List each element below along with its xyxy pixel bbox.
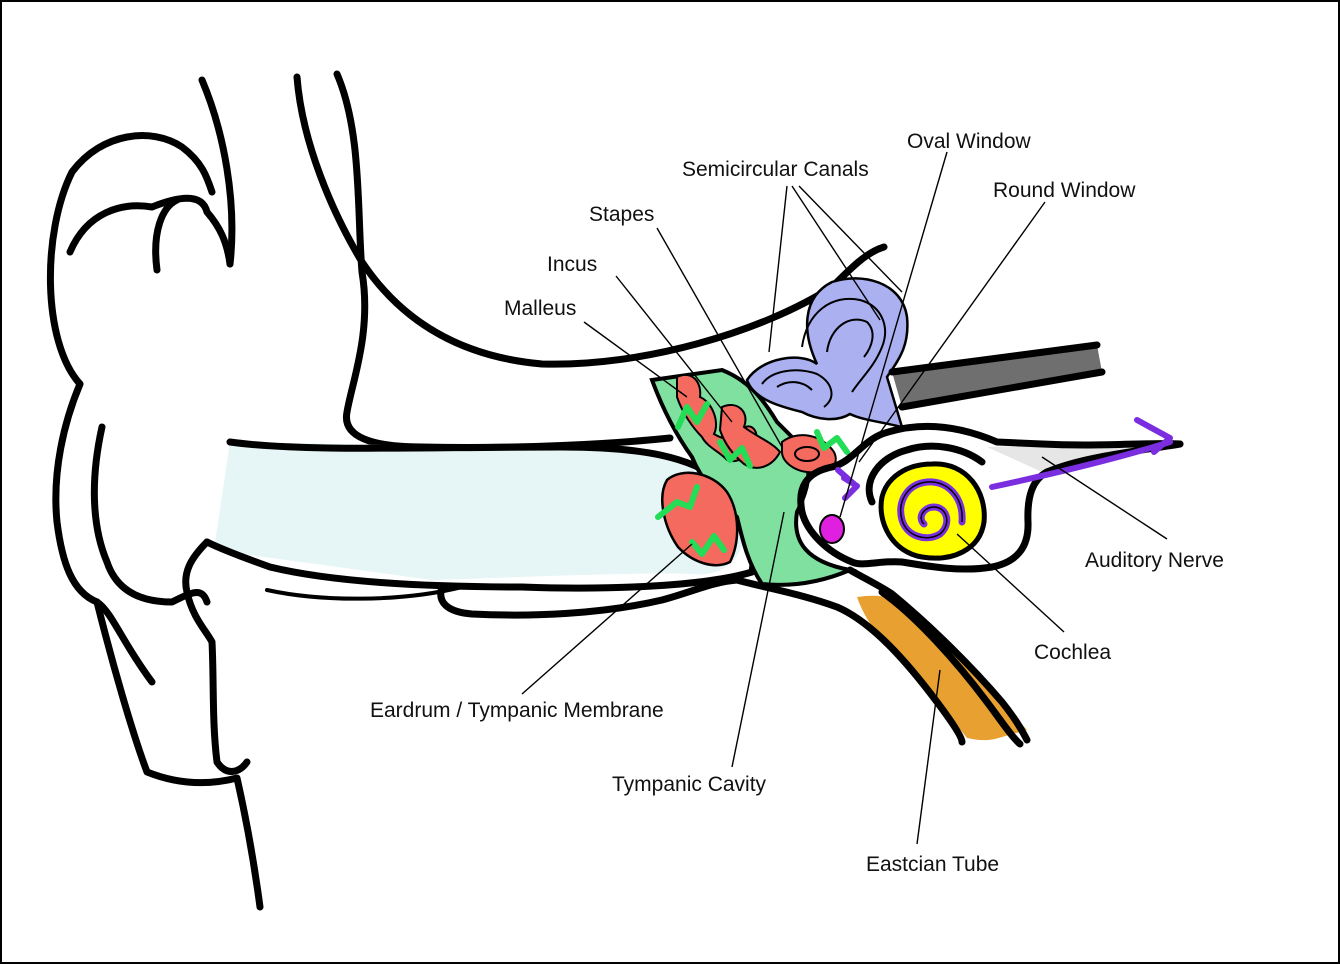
signal-arrows (835, 417, 1173, 501)
outer-ear (47, 76, 264, 911)
label-auditory-nerve: Auditory Nerve (1085, 549, 1224, 572)
label-incus: Incus (547, 253, 597, 276)
label-tympanic-cavity: Tympanic Cavity (612, 773, 767, 796)
ear-canal (203, 438, 757, 619)
eustachian-tube-shape (733, 566, 1031, 748)
label-cochlea: Cochlea (1034, 641, 1111, 664)
label-stapes: Stapes (589, 203, 654, 226)
labels: Semicircular Canals Oval Window Round Wi… (370, 130, 1224, 876)
label-eardrum: Eardrum / Tympanic Membrane (370, 699, 664, 722)
ossicles (661, 374, 837, 567)
label-round-window: Round Window (993, 179, 1136, 202)
label-malleus: Malleus (504, 297, 576, 320)
leader-lines (521, 151, 1168, 845)
label-eustachian-tube: Eastcian Tube (866, 853, 999, 876)
semicircular-canals-shape (745, 277, 909, 429)
round-window-shape (819, 514, 845, 544)
label-semicircular-canals: Semicircular Canals (682, 158, 869, 181)
vibration-marks (655, 401, 850, 557)
label-oval-window: Oval Window (907, 130, 1032, 153)
